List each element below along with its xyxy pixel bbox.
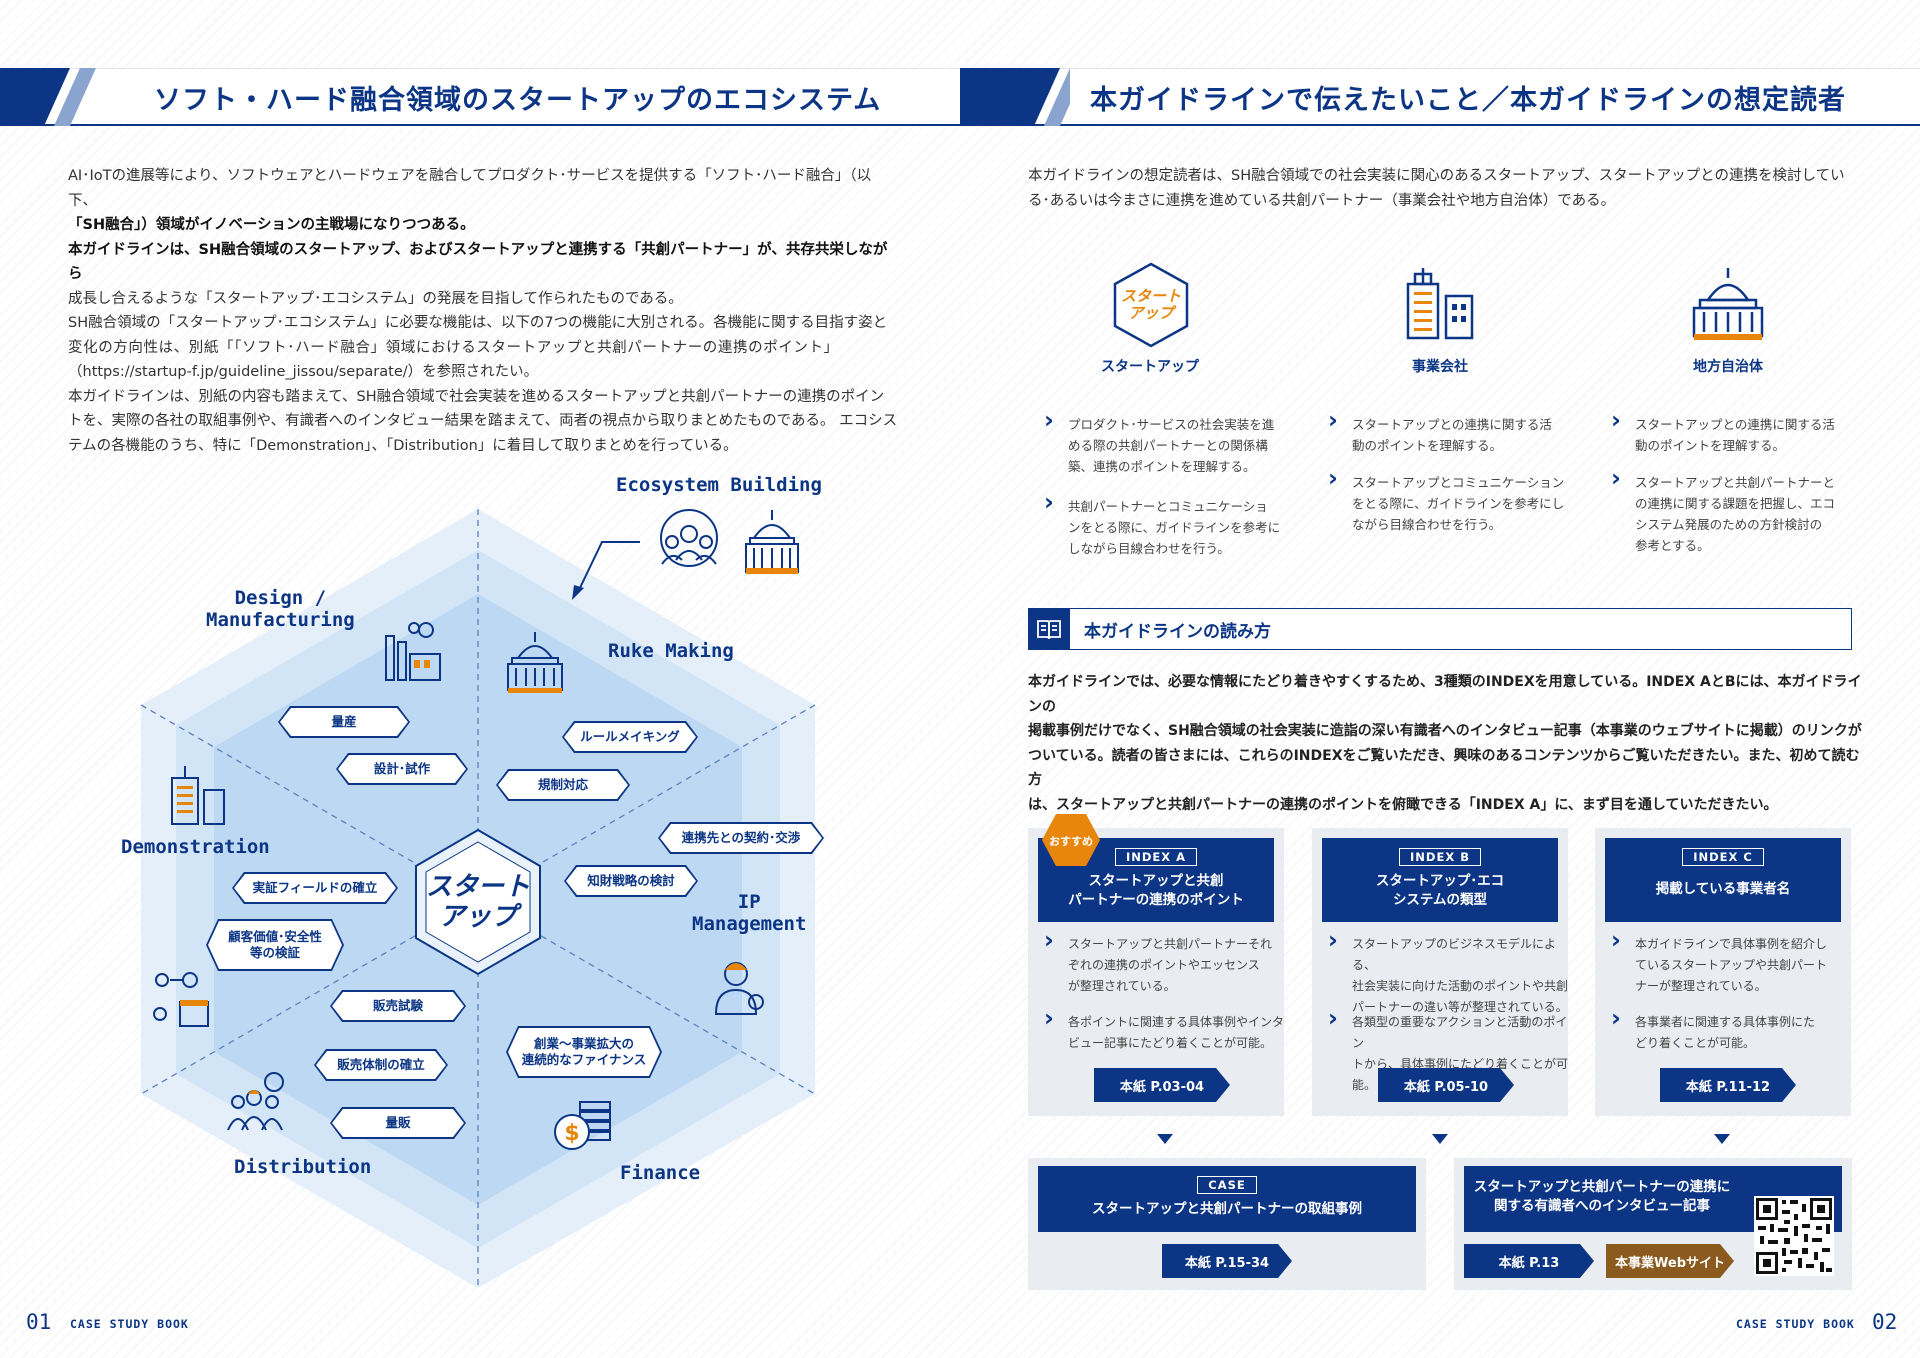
index-a-page-link[interactable]: 本紙 P.03-04	[1094, 1068, 1230, 1102]
reader-label-startup: スタートアップ	[1101, 359, 1199, 375]
index-b-bullet-1: スタートアップのビジネスモデルによる、 社会実装に向けた活動のポイントや共創 パ…	[1322, 930, 1568, 1018]
interview-page-link[interactable]: 本紙 P.13	[1464, 1244, 1594, 1278]
down-arrow-b	[1432, 1134, 1448, 1144]
label-design-manufacturing: Design / Manufacturing	[206, 587, 355, 631]
reader-startup-bullet-1: プロダクト･サービスの社会実装を進 める際の共創パートナーとの関係構 築、連携の…	[1038, 410, 1288, 477]
recommend-badge: おすすめ	[1049, 835, 1093, 848]
hexagon-center-label: スタート アップ	[425, 872, 530, 932]
tag-design-prototype: 設計･試作	[336, 753, 468, 785]
interview-title: スタートアップと共創パートナーの連携に 関する有識者へのインタビュー記事	[1473, 1179, 1731, 1214]
business-scientist-icon	[714, 962, 764, 1015]
office-buildings-icon	[171, 766, 225, 825]
index-b-title: スタートアップ･エコ システムの類型	[1375, 873, 1505, 908]
reader-company-bullet-1: スタートアップとの連携に関する活 動のポイントを理解する。	[1322, 410, 1572, 456]
tag-volume-sales: 量販	[330, 1107, 466, 1139]
tag-contract-negotiation: 連携先との契約･交渉	[658, 822, 824, 854]
tag-sales-system: 販売体制の確立	[314, 1049, 448, 1081]
tag-regulation: 規制対応	[496, 769, 630, 801]
right-page-title: 本ガイドラインで伝えたいこと／本ガイドラインの想定読者	[1090, 85, 1846, 116]
tag-sales-test: 販売試験	[330, 990, 466, 1022]
left-intro-text: AI･IoTの進展等により、ソフトウェアとハードウェアを融合してプロダクト･サー…	[68, 168, 898, 454]
index-b-badge: INDEX B	[1399, 848, 1481, 866]
index-c-title: 掲載している事業者名	[1655, 881, 1791, 897]
recommend-badge-shape	[1042, 814, 1100, 866]
index-c-header: INDEX C 掲載している事業者名	[1605, 838, 1841, 922]
howto-title: 本ガイドラインの読み方	[1084, 622, 1271, 642]
right-header-stripe	[960, 68, 1070, 126]
people-group-icon	[660, 509, 718, 567]
tag-demo-field: 実証フィールドの確立	[232, 872, 398, 904]
index-c-page-link[interactable]: 本紙 P.11-12	[1660, 1068, 1796, 1102]
right-intro-text: 本ガイドラインの想定読者は、SH融合領域での社会実装に関心のあるスタートアップ、…	[1028, 168, 1845, 209]
tag-mass-production: 量産	[278, 706, 410, 738]
sales-team-icon	[227, 1072, 284, 1131]
index-a-bullet-2: 各ポイントに関連する具体事例やインタ ビュー記事にたどり着くことが可能。	[1038, 1008, 1284, 1054]
right-header-band	[960, 68, 1920, 126]
dollar-coin-icon: $	[554, 1101, 611, 1150]
company-building-icon	[1406, 268, 1474, 340]
label-ecosystem-building: Ecosystem Building	[616, 474, 822, 496]
municipality-building-icon	[1692, 268, 1764, 340]
reader-label-company: 事業会社	[1412, 359, 1468, 375]
tag-continuous-finance: 創業～事業拡大の 連続的なファイナンス	[506, 1026, 662, 1078]
case-badge: CASE	[1197, 1176, 1257, 1194]
reader-municipality-bullet-2: スタートアップと共創パートナーと の連携に関する課題を把握し、エコ システム発展…	[1605, 468, 1855, 556]
howto-section-bar	[1028, 608, 1852, 650]
svg-text:$: $	[564, 1121, 579, 1146]
government-building-icon	[745, 510, 799, 574]
factory-icon	[385, 622, 441, 681]
reader-startup-bullet-2: 共創パートナーとコミュニケーショ ンをとる際に、ガイドラインを参考に しながら目…	[1038, 492, 1288, 559]
index-b-page-link[interactable]: 本紙 P.05-10	[1378, 1068, 1514, 1102]
right-footer-label: CASE STUDY BOOK	[1736, 1317, 1855, 1331]
index-c-bullet-1: 本ガイドラインで具体事例を紹介し ているスタートアップや共創パート ナーが整理さ…	[1605, 930, 1851, 997]
left-header-band	[0, 68, 960, 126]
book-icon	[1037, 620, 1061, 640]
customer-money-icon	[153, 972, 209, 1027]
city-hall-icon	[507, 632, 563, 693]
index-c-bullet-2: 各事業者に関連する具体事例にた どり着くことが可能。	[1605, 1008, 1851, 1054]
label-finance: Finance	[620, 1162, 701, 1184]
label-demonstration: Demonstration	[121, 836, 270, 858]
reader-municipality-bullet-1: スタートアップとの連携に関する活 動のポイントを理解する。	[1605, 410, 1855, 456]
reader-company-bullet-2: スタートアップとコミュニケーション をとる際に、ガイドラインを参考にし ながら目…	[1322, 468, 1572, 535]
ecosystem-hexagon	[140, 509, 816, 1288]
howto-text: 本ガイドラインでは、必要な情報にたどり着きやすくするため、3種類のINDEXを用…	[1028, 674, 1862, 813]
label-ip-management: IP Management	[692, 891, 807, 935]
reader-label-municipality: 地方自治体	[1693, 359, 1763, 375]
left-page-number: 01	[26, 1310, 52, 1334]
startup-hexagon-text: スタート アップ	[1120, 287, 1181, 322]
left-header-stripe	[0, 68, 96, 126]
case-title: スタートアップと共創パートナーの取組事例	[1092, 1201, 1362, 1217]
index-b-bullet-2: 各類型の重要なアクションと活動のポイン トから、具体事例にたどり着くことが可能。	[1322, 1008, 1568, 1096]
right-page-number: 02	[1872, 1310, 1898, 1334]
label-rule-making: Ruke Making	[608, 640, 734, 662]
left-footer-label: CASE STUDY BOOK	[70, 1317, 189, 1331]
label-distribution: Distribution	[234, 1156, 372, 1178]
index-b-header: INDEX B スタートアップ･エコ システムの類型	[1322, 838, 1558, 922]
down-arrow-a	[1157, 1134, 1173, 1144]
startup-hexagon-icon	[1113, 262, 1189, 348]
index-a-title: スタートアップと共創 パートナーの連携のポイント	[1068, 873, 1244, 908]
index-a-badge: INDEX A	[1114, 848, 1198, 866]
left-page-title: ソフト・ハード融合領域のスタートアップのエコシステム	[154, 85, 882, 116]
tag-customer-value: 顧客価値･安全性 等の検証	[206, 919, 344, 971]
case-page-link[interactable]: 本紙 P.15-34	[1162, 1244, 1292, 1278]
project-website-link[interactable]: 本事業Webサイト	[1606, 1244, 1734, 1278]
index-c-badge: INDEX C	[1682, 848, 1764, 866]
tag-ip-strategy: 知財戦略の検討	[564, 865, 698, 897]
index-a-bullet-1: スタートアップと共創パートナーそれ ぞれの連携のポイントやエッセンス が整理され…	[1038, 930, 1284, 997]
qr-code-icon[interactable]	[1754, 1196, 1834, 1276]
case-header: CASE スタートアップと共創パートナーの取組事例	[1038, 1166, 1416, 1232]
down-arrow-c	[1714, 1134, 1730, 1144]
tag-rule-making: ルールメイキング	[562, 721, 698, 753]
